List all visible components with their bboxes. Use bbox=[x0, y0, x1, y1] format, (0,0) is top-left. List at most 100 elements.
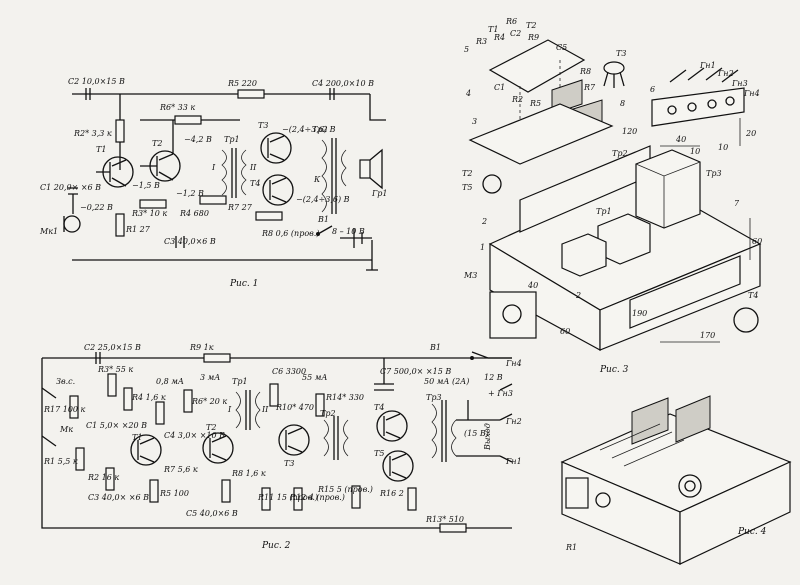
fig2-ma50: 50 мА (2А) bbox=[424, 377, 469, 386]
fig3-d40b: 40 bbox=[527, 281, 538, 290]
fig3-d40: 40 bbox=[675, 135, 686, 144]
fig2-r17: R17 100 к bbox=[43, 405, 86, 414]
fig2-c4: С4 3,0× ×10 В bbox=[164, 431, 225, 440]
fig2-ma08: 0,8 мА bbox=[156, 377, 184, 386]
fig1-tr1: Тр1 bbox=[224, 135, 240, 144]
fig3-gn2: Гн2 bbox=[717, 69, 734, 78]
fig3-r7: R7 bbox=[583, 83, 596, 92]
fig3-d10b: 10 bbox=[718, 143, 728, 152]
fig3-c5: С5 bbox=[556, 43, 567, 52]
fig2-r15: R15 5 (пров.) bbox=[317, 485, 373, 494]
fig3-n2: 2 bbox=[481, 217, 487, 226]
fig2-r16: R16 2 bbox=[379, 489, 404, 498]
fig1-caption: Рис. 1 bbox=[229, 279, 258, 289]
fig3-r8: R8 bbox=[579, 67, 591, 76]
fig2-w2: II bbox=[261, 405, 269, 414]
fig2-tr2: Тр2 bbox=[320, 409, 336, 418]
fig2-r4: R4 1,6 к bbox=[131, 393, 166, 402]
fig3-d10: 10 bbox=[690, 147, 700, 156]
fig1-w2: II bbox=[249, 163, 257, 172]
fig1-r3: R3* 10 к bbox=[131, 209, 167, 218]
fig2-r6: R6* 20 к bbox=[191, 397, 227, 406]
fig1-r6: R6* 33 к bbox=[159, 103, 195, 112]
fig3-t5: Т5 bbox=[462, 183, 472, 192]
fig1-r4: R4 680 bbox=[179, 209, 209, 218]
fig1-tr2: Тр2 bbox=[312, 125, 328, 134]
fig1-mk1: Мк1 bbox=[39, 227, 58, 236]
fig1-c1: С1 20,0× ×6 В bbox=[40, 183, 101, 192]
fig1-w1: I bbox=[211, 163, 216, 172]
fig1-v12: −1,2 В bbox=[176, 189, 204, 198]
fig2-r11: R11 15 (пров.) bbox=[257, 493, 318, 502]
fig2-ma55: 55 мА bbox=[302, 373, 327, 382]
fig3-r6: R6 bbox=[505, 17, 517, 26]
fig3-tr3: Тр3 bbox=[706, 169, 722, 178]
fig1-v42: −4,2 В bbox=[184, 135, 212, 144]
fig1-v3: −(2,4÷3,6) В bbox=[282, 125, 336, 134]
fig3-r5: R5 bbox=[529, 99, 541, 108]
fig2-r13: R13* 510 bbox=[425, 515, 464, 524]
fig2-c7: С7 500,0× ×15 В bbox=[380, 367, 451, 376]
fig2-gn3: + Гн3 bbox=[488, 389, 513, 398]
fig1-t4: Т4 bbox=[250, 179, 260, 188]
fig1-t2: Т2 bbox=[152, 139, 162, 148]
fig2-labels: С2 25,0×15 В R9 1к В1 Гн4 Зв.с. R17 100 … bbox=[43, 343, 522, 551]
fig1-c4: С4 200,0×10 В bbox=[312, 79, 374, 88]
fig1-r1: R1 27 bbox=[125, 225, 151, 234]
fig3-r3: R3 bbox=[475, 37, 487, 46]
fig2-c5: С5 40,0×6 В bbox=[186, 509, 238, 518]
fig3-n6: 6 bbox=[650, 85, 655, 94]
fig1-v15: −1,5 В bbox=[132, 181, 160, 190]
fig3-d120a: 120 bbox=[622, 127, 637, 136]
fig2-w1: I bbox=[227, 405, 232, 414]
fig3-n4: 4 bbox=[465, 89, 471, 98]
fig2-r2: R2 16 к bbox=[87, 473, 119, 482]
fig2-ma3: 3 мА bbox=[200, 373, 220, 382]
fig1-r7: R7 27 bbox=[227, 203, 253, 212]
fig4-labels: R1 Рис. 4 bbox=[565, 527, 767, 552]
fig3-t4: Т4 bbox=[748, 291, 758, 300]
fig3-t2: Т2 bbox=[526, 21, 536, 30]
fig2-r12: R12 4 (пров.) bbox=[289, 493, 345, 502]
fig1-gr1: Гр1 bbox=[371, 189, 388, 198]
fig3-t3: Т3 bbox=[616, 49, 626, 58]
fig2-b1: В1 bbox=[429, 343, 441, 352]
fig4-caption: Рис. 4 bbox=[737, 527, 767, 537]
fig1-v3b: −(2,4÷3,6) В bbox=[296, 195, 350, 204]
fig3-gn1: Гн1 bbox=[699, 61, 716, 70]
fig4-drawing bbox=[560, 395, 792, 565]
fig2-r8: R8 1,6 к bbox=[231, 469, 266, 478]
fig3-drawing bbox=[468, 39, 762, 352]
fig1-k: К bbox=[313, 175, 321, 184]
fig2-v15: (15 В) bbox=[464, 429, 489, 438]
fig1-t3: Т3 bbox=[258, 121, 268, 130]
fig2-r7: R7 5,6 к bbox=[163, 465, 198, 474]
fig1-labels: С2 10,0×15 В R5 220 С4 200,0×10 В R6* 33… bbox=[39, 77, 388, 289]
fig3-n1: 1 bbox=[480, 243, 485, 252]
fig2-tr3: Тр3 bbox=[426, 393, 442, 402]
fig2-r9: R9 1к bbox=[189, 343, 214, 352]
fig2-c2: С2 25,0×15 В bbox=[84, 343, 141, 352]
fig2-v12: 12 В bbox=[484, 373, 503, 382]
fig1-v022: −0,22 В bbox=[80, 203, 113, 212]
fig3-d60b: 60 bbox=[560, 327, 570, 336]
fig3-t1: Т1 bbox=[488, 25, 498, 34]
fig1-c3: С3 40,0×6 В bbox=[164, 237, 216, 246]
fig2-gn2: Гн2 bbox=[505, 417, 522, 426]
fig1-bat: 8 – 10 В bbox=[332, 227, 365, 236]
fig3-d170: 170 bbox=[700, 331, 715, 340]
fig1-b1: В1 bbox=[317, 215, 329, 224]
fig3-d2: 2 bbox=[575, 291, 581, 300]
fig3-n8: 8 bbox=[620, 99, 625, 108]
fig2-vyhod: Выход bbox=[483, 423, 492, 451]
fig2-t3: Т3 bbox=[284, 459, 294, 468]
fig2-c1: С1 5,0× ×20 В bbox=[86, 421, 147, 430]
fig3-n5: 5 bbox=[464, 45, 469, 54]
fig3-c2: С2 bbox=[510, 29, 521, 38]
fig2-r5: R5 100 bbox=[159, 489, 189, 498]
fig3-labels: Т1 R6 Т2 R3 R4 С2 R9 С5 Т3 5 R8 С1 R2 R5… bbox=[462, 17, 762, 375]
fig2-circuit bbox=[41, 351, 513, 533]
fig2-t5: Т5 bbox=[374, 449, 384, 458]
